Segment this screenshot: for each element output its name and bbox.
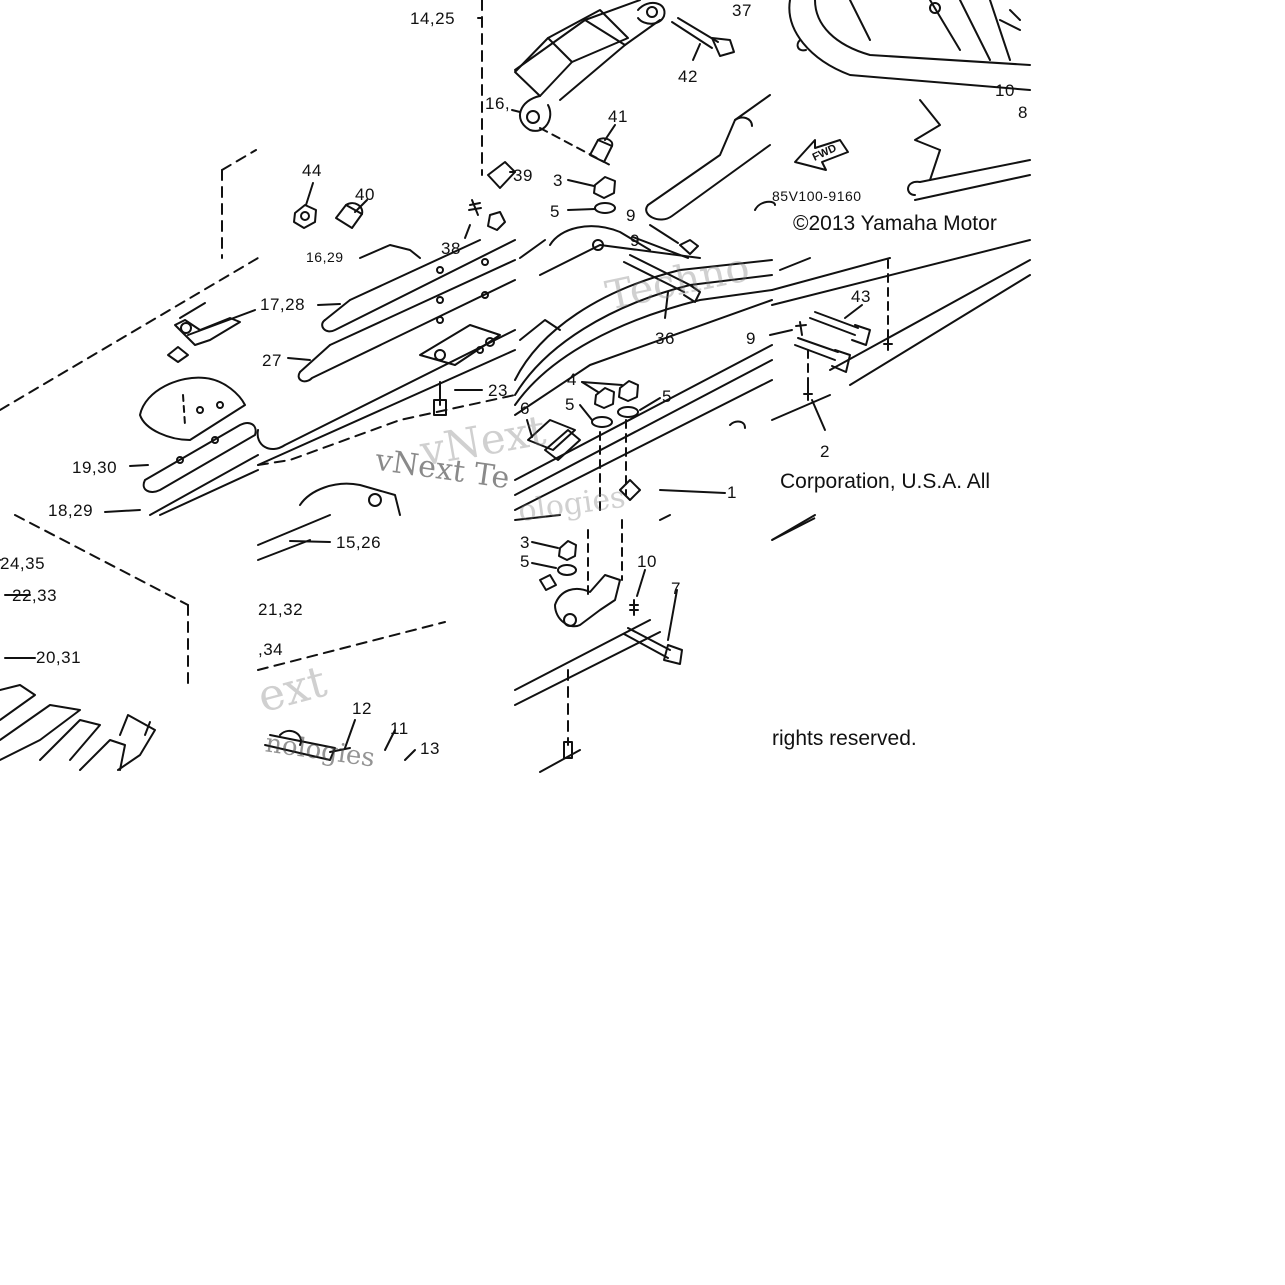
callout-42: 42 xyxy=(678,67,698,86)
callout-21-32: 21,32 xyxy=(258,600,304,619)
callout-9-b: 9 xyxy=(630,231,640,250)
callout-24-35: 24,35 xyxy=(0,554,46,573)
callout-23: 23 xyxy=(488,381,508,400)
callout-10-bottom: 10 xyxy=(637,552,657,571)
callout-8: 8 xyxy=(1018,103,1028,122)
tile-bottom-left xyxy=(0,514,189,771)
callout-7: 7 xyxy=(671,579,681,598)
callout-16: 16, xyxy=(485,94,511,113)
callout-11: 11 xyxy=(390,719,409,738)
tile-top-left xyxy=(221,149,257,259)
callout-3-top: 3 xyxy=(553,171,563,190)
callout-22-33: 22,33 xyxy=(12,586,58,605)
callout-5-mid-left: 5 xyxy=(565,395,575,414)
tile-top-right-center xyxy=(514,0,771,276)
tile-bottom-right-center xyxy=(514,514,816,773)
copyright-line-2: Corporation, U.S.A. All xyxy=(780,470,991,493)
callout-40: 40 xyxy=(355,185,375,204)
fwd-arrow-icon xyxy=(794,139,849,171)
callout-9-a: 9 xyxy=(626,206,636,225)
callout-2: 2 xyxy=(820,442,830,461)
tile-right-center xyxy=(769,239,1031,431)
callout-9-c: 9 xyxy=(746,329,756,348)
callout-20-31: 20,31 xyxy=(36,648,82,667)
copyright-line-3: rights reserved. xyxy=(772,727,917,750)
callout-39: 39 xyxy=(513,166,533,185)
callout-13: 13 xyxy=(420,739,440,758)
callout-5-top: 5 xyxy=(550,202,560,221)
callout-18-29: 18,29 xyxy=(48,501,94,520)
callout-6: 6 xyxy=(520,399,530,418)
callout-4: 4 xyxy=(567,370,577,389)
tile-center-right xyxy=(514,254,773,516)
callout-12: 12 xyxy=(352,699,372,718)
callout-1: 1 xyxy=(727,483,737,502)
callout-38: 38 xyxy=(441,239,461,258)
callout-36: 36 xyxy=(655,329,675,348)
callout-3-bottom: 3 xyxy=(520,533,530,552)
callout-43: 43 xyxy=(851,287,871,306)
tile-mid-left xyxy=(0,257,259,516)
tile-top-right xyxy=(754,0,1031,211)
shock-absorber xyxy=(514,9,629,132)
callout-15-26: 15,26 xyxy=(336,533,382,552)
callout-19-30: 19,30 xyxy=(72,458,118,477)
callout-17-28: 17,28 xyxy=(260,295,306,314)
tile-center xyxy=(256,239,516,516)
callout-44: 44 xyxy=(302,161,322,180)
callout-27: 27 xyxy=(262,351,282,370)
callout-41: 41 xyxy=(608,107,628,126)
callout-14-25: 14,25 xyxy=(410,9,456,28)
callout-5-mid-right: 5 xyxy=(662,387,672,406)
callout-5-bottom: 5 xyxy=(520,552,530,571)
callout-34: ,34 xyxy=(258,640,284,659)
part-number: 85V100-9160 xyxy=(772,188,862,204)
callout-37: 37 xyxy=(732,1,752,20)
callout-10-top: 10 xyxy=(995,81,1015,100)
tile-top-center xyxy=(293,0,629,259)
tile-bottom-center xyxy=(257,514,446,761)
copyright-line-1: ©2013 Yamaha Motor xyxy=(793,212,997,235)
callout-16-29: 16,29 xyxy=(306,249,344,265)
